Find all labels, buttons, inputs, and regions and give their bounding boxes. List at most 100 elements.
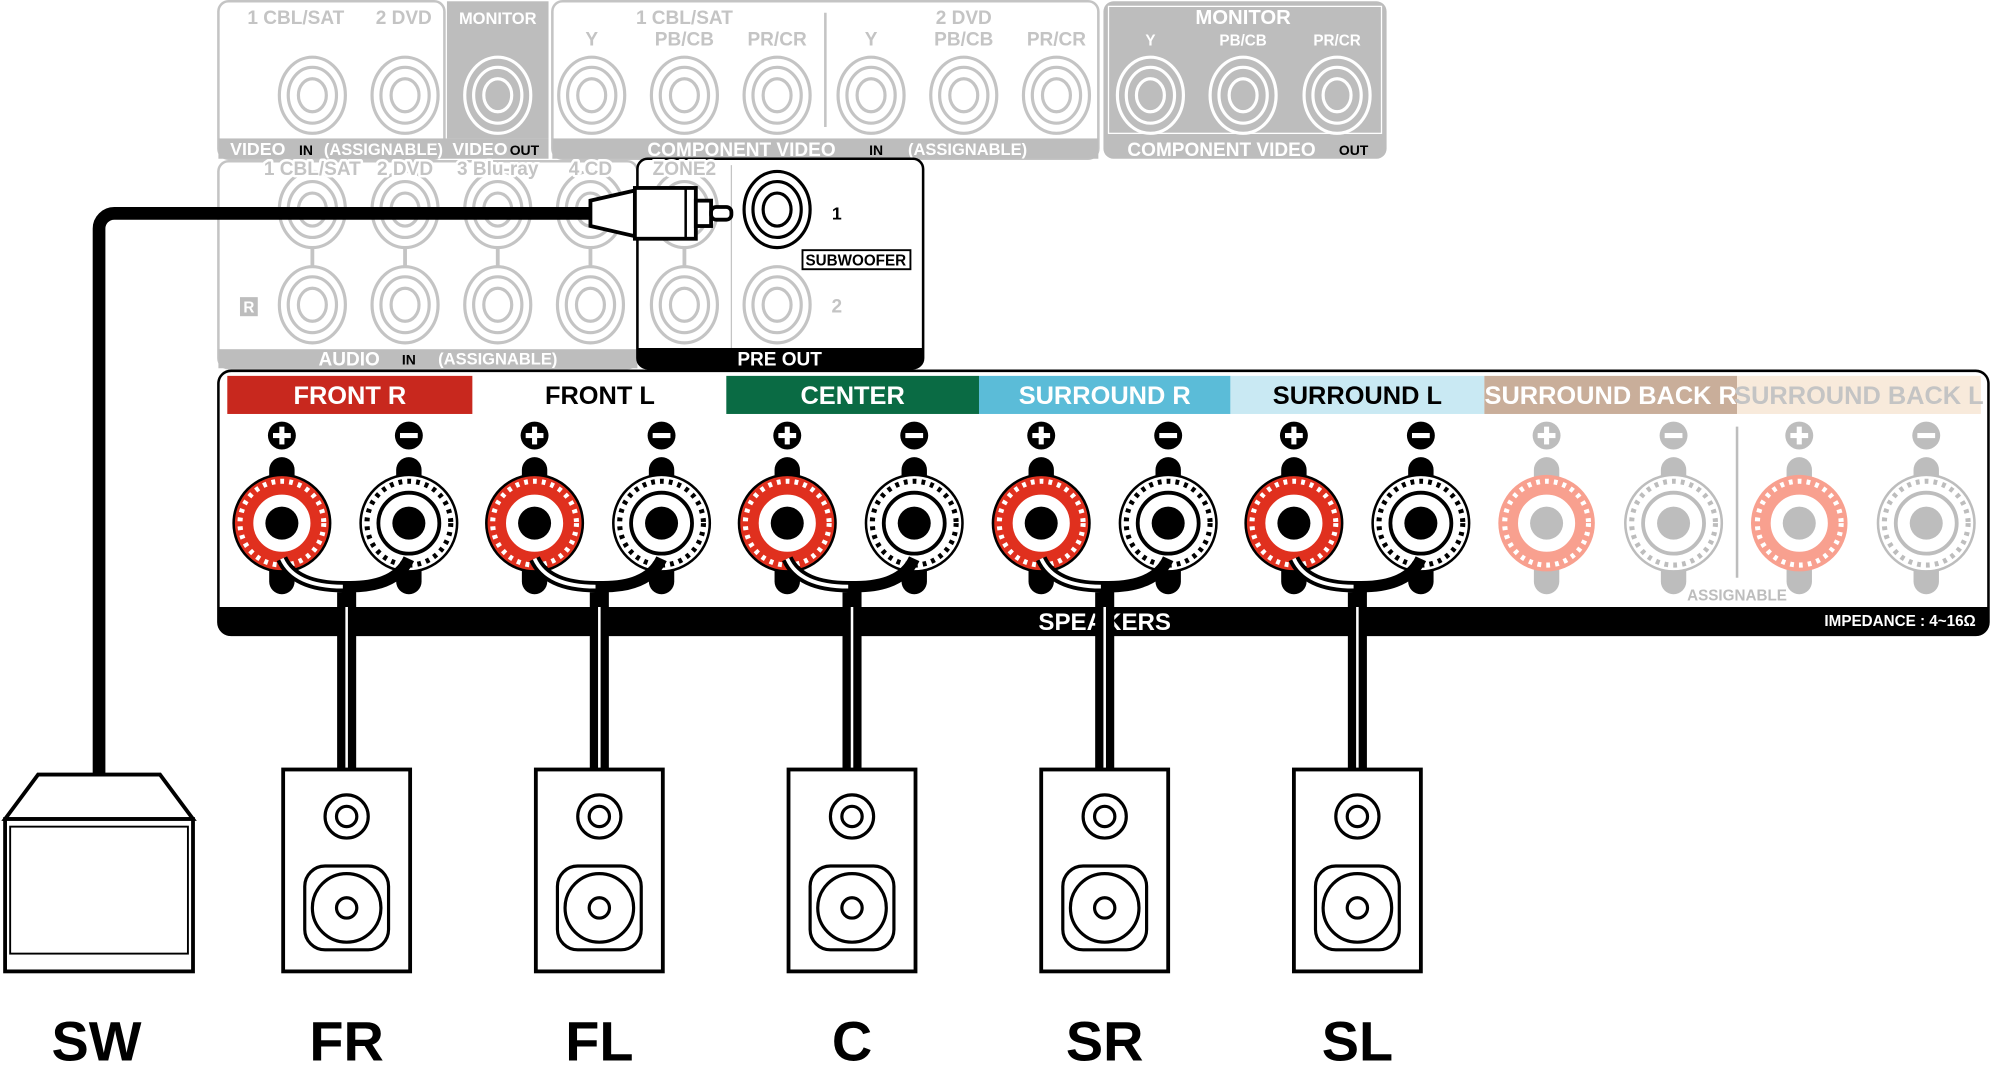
rca-jack: [649, 265, 720, 345]
speaker-cable: [1288, 556, 1427, 770]
pre-out-label: PRE OUT: [737, 350, 822, 371]
out-badge: OUT: [510, 142, 540, 158]
rca-jack: [742, 55, 812, 135]
rca-jack: [555, 265, 626, 345]
rca-jack: [1115, 55, 1186, 135]
rca-jack: [557, 55, 627, 135]
impedance-label: IMPEDANCE : 4~16Ω: [1824, 613, 1975, 630]
device-label: SW: [52, 1009, 142, 1072]
subwoofer-cable: [92, 186, 734, 778]
rca-jack: [277, 55, 347, 135]
minus-icon: [1406, 421, 1435, 450]
channel-label: FRONT R: [293, 382, 406, 410]
sub-label: Y: [1145, 33, 1155, 50]
audio-label: AUDIO: [319, 350, 380, 371]
rca-jack: [1208, 55, 1278, 135]
plus-icon: [1532, 421, 1561, 450]
video-out-label: VIDEO: [452, 139, 507, 159]
video-out-monitor-label: MONITOR: [459, 10, 537, 28]
sub-label: Y: [865, 30, 878, 51]
sub-label: PB/CB: [1219, 33, 1266, 50]
speaker-cable: [1036, 556, 1174, 770]
plus-icon: [773, 421, 802, 450]
monitor-label: MONITOR: [1195, 7, 1291, 29]
rca-jack: [1302, 55, 1372, 135]
channel-label: FRONT L: [545, 382, 655, 410]
minus-icon: [1659, 421, 1688, 450]
audio-jack-labels: 1 CBL/SAT 2 DVD 3 Blu-ray 4 CD ZONE2: [261, 157, 718, 183]
component-group-1: 1 CBL/SAT: [636, 8, 733, 29]
rca-jack: [463, 265, 533, 345]
rca-jack: [929, 55, 999, 135]
plus-icon: [520, 421, 549, 450]
negative-terminal[interactable]: [1624, 421, 1724, 595]
rca-jack: [836, 55, 906, 135]
minus-icon: [1912, 421, 1941, 450]
channel-label: CENTER: [800, 382, 904, 410]
channel-header: SURROUND BACK L: [1734, 375, 1984, 414]
in-badge: IN: [402, 351, 416, 367]
component-video-label: COMPONENT VIDEO: [647, 140, 835, 161]
speaker-cable: [529, 555, 667, 770]
device-label: SL: [1322, 1009, 1393, 1072]
subwoofer-1-label: 1: [832, 204, 842, 224]
subwoofer-device: [1, 772, 197, 974]
assignable-label: (ASSIGNABLE): [324, 141, 443, 159]
channel-header: FRONT R: [227, 375, 473, 414]
assignable-label: (ASSIGNABLE): [438, 350, 557, 368]
negative-terminal[interactable]: [1118, 421, 1218, 595]
negative-terminal[interactable]: [1876, 421, 1976, 595]
video-label: VIDEO: [230, 139, 285, 159]
assignable-label: ASSIGNABLE: [1687, 588, 1787, 605]
assignable-label: (ASSIGNABLE): [908, 141, 1027, 159]
sub-label: Y: [585, 30, 598, 51]
negative-terminal[interactable]: [1371, 421, 1471, 595]
channel-label: SURROUND L: [1273, 382, 1442, 410]
device-label: C: [832, 1009, 872, 1072]
channel-label: SURROUND BACK L: [1734, 382, 1984, 410]
subwoofer-label: SUBWOOFER: [806, 252, 907, 269]
audio-label-4: 4 CD: [569, 159, 612, 180]
positive-terminal[interactable]: [485, 421, 585, 595]
video-in-label-2: 2 DVD: [376, 8, 432, 29]
rca-jack: [370, 55, 440, 135]
rca-jack[interactable]: [742, 169, 812, 250]
component-group-2: 2 DVD: [936, 8, 992, 29]
channel-header: CENTER: [726, 375, 979, 414]
channel-label: SURROUND R: [1019, 382, 1191, 410]
rca-jack: [1021, 55, 1092, 135]
channel-header: SURROUND L: [1230, 375, 1485, 414]
speaker-device: [1039, 767, 1171, 974]
right-channel-badge: R: [243, 299, 254, 316]
plus-icon: [1027, 421, 1056, 450]
out-badge: OUT: [1339, 142, 1369, 158]
positive-terminal[interactable]: [1498, 421, 1595, 595]
sub-label: PR/CR: [1027, 30, 1086, 51]
in-badge: IN: [299, 142, 313, 158]
minus-icon: [647, 421, 676, 450]
channel-label: SURROUND BACK R: [1485, 382, 1737, 410]
zone2-label: ZONE2: [653, 159, 716, 180]
sub-label: PB/CB: [655, 30, 714, 51]
channel-header: FRONT L: [473, 375, 727, 414]
minus-icon: [394, 421, 423, 450]
minus-icon: [1154, 421, 1183, 450]
positive-terminal[interactable]: [1751, 421, 1848, 595]
rca-jack: [742, 265, 812, 345]
speaker-device: [281, 767, 413, 974]
rca-jack: [463, 55, 533, 135]
component-video-in-panel: 1 CBL/SAT 2 DVD Y PB/CB PR/CR Y PB/CB PR…: [551, 0, 1100, 161]
speaker-cable: [276, 555, 415, 770]
plus-icon: [267, 421, 296, 450]
speaker-device: [533, 767, 665, 974]
audio-label-2: 2 DVD: [377, 159, 433, 180]
rca-jack: [370, 265, 440, 345]
device-label: SR: [1066, 1009, 1144, 1072]
speaker-cable: [782, 555, 920, 770]
channel-header: SURROUND R: [978, 375, 1231, 414]
component-video-out-label: COMPONENT VIDEO: [1127, 140, 1315, 161]
in-badge: IN: [869, 142, 883, 158]
sub-label: PR/CR: [747, 30, 806, 51]
device-label: FR: [309, 1009, 383, 1072]
